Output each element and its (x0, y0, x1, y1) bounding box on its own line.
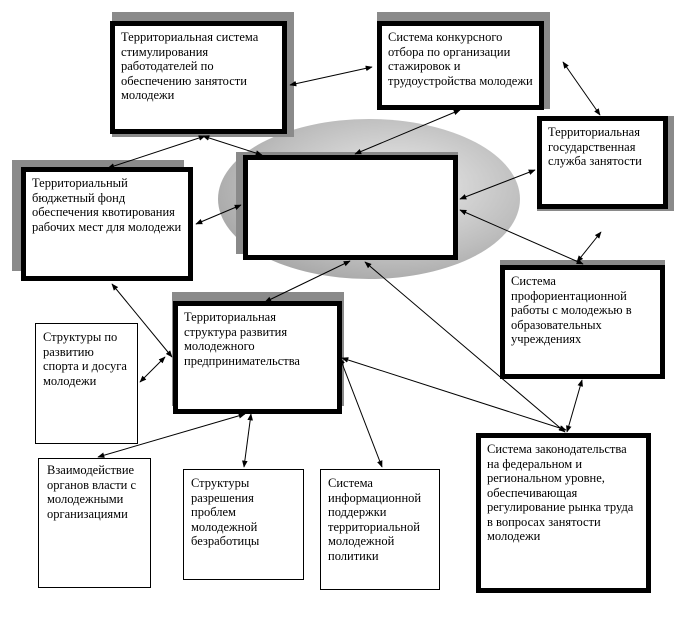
arrow-entrepreneurship-authorities (97, 413, 246, 458)
arrow-career-center (459, 209, 584, 265)
node-legislation: Система законодательства на федеральном … (476, 433, 651, 593)
node-budget-fund: Территориальный бюджетный фонд обеспечен… (21, 167, 193, 281)
arrow-stimulation-budget (107, 135, 206, 169)
arrow-career-legislation (566, 379, 583, 433)
node-info-support: Система информационной поддержки террито… (320, 469, 440, 590)
node-center (243, 155, 458, 260)
node-competition: Система конкурсного отбора по организаци… (377, 21, 544, 110)
arrow-stimulation-center (202, 135, 263, 156)
arrow-budget-center (195, 204, 242, 225)
arrow-competition-center (354, 109, 461, 155)
node-employment-service: Территориальная государственная служба з… (537, 116, 668, 209)
node-stimulation: Территориальная система стимулирования р… (110, 21, 287, 134)
arrow-center-entrepreneurship (264, 260, 351, 303)
arrow-competition-employment (562, 61, 601, 116)
node-unemployment: Структуры разрешения проблем молодежной … (183, 469, 304, 580)
arrow-entrepreneurship-unemployment (242, 413, 253, 468)
node-career-guidance: Система профориентационной работы с моло… (500, 265, 665, 379)
arrow-employment-career (576, 231, 602, 263)
node-authorities: Взаимодействие органов власти с молодежн… (38, 458, 151, 588)
node-sports: Структуры по развитию спорта и досуга мо… (35, 323, 138, 444)
node-entrepreneurship: Территориальная структура развития молод… (173, 301, 342, 414)
arrow-employment-center (459, 169, 536, 200)
arrow-budget-entrepreneurship (111, 283, 173, 358)
arrow-entrepreneurship-sports (139, 356, 166, 383)
arrow-entrepreneurship-info (339, 357, 383, 468)
arrow-stimulation-competition (289, 65, 373, 87)
